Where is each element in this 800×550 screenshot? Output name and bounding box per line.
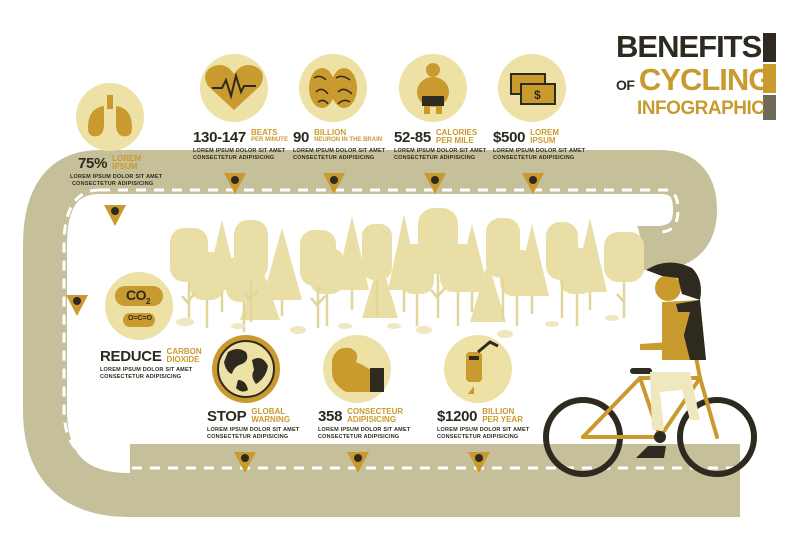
title-bar-dark — [763, 33, 776, 62]
title-bar-grey — [763, 95, 776, 120]
stat-value: 75% — [78, 155, 108, 172]
marker-calories — [424, 173, 446, 194]
marker-lungs — [104, 205, 126, 226]
oco-label: O=C=O — [127, 315, 153, 322]
co2-label: CO2 — [126, 287, 150, 306]
co2-icon — [105, 272, 173, 340]
marker-arm — [347, 452, 369, 473]
globe-icon — [212, 335, 280, 403]
marker-brain — [323, 173, 345, 194]
calories-icon — [399, 54, 467, 122]
muscle-arm-icon — [323, 335, 391, 403]
road-dashes — [100, 188, 680, 234]
heart-icon — [200, 54, 268, 122]
title-of: OF — [616, 77, 635, 93]
track-markers — [66, 173, 544, 473]
bike-front-wheel — [677, 397, 757, 477]
title-cycling: CYCLING — [638, 62, 772, 97]
rocks — [176, 315, 619, 338]
marker-heart — [224, 173, 246, 194]
cyclist-illustration — [543, 262, 757, 477]
tree-trunks — [181, 274, 626, 332]
svg-text:$: $ — [534, 88, 541, 102]
marker-globe — [234, 452, 256, 473]
fuel-pump-icon — [444, 335, 512, 403]
title-line-1: BENEFITS — [616, 29, 762, 64]
lungs-icon — [76, 83, 144, 151]
marker-fuel — [468, 452, 490, 473]
road-track — [100, 150, 718, 270]
marker-carbon — [66, 295, 88, 316]
title-line-3: INFOGRAPHIC — [637, 98, 765, 119]
money-icon: $ — [498, 54, 566, 122]
title-line-2: OF CYCLING — [616, 62, 772, 97]
forest — [170, 208, 644, 322]
title-bar-gold — [763, 64, 776, 93]
marker-money — [522, 173, 544, 194]
brain-icon — [299, 54, 367, 122]
